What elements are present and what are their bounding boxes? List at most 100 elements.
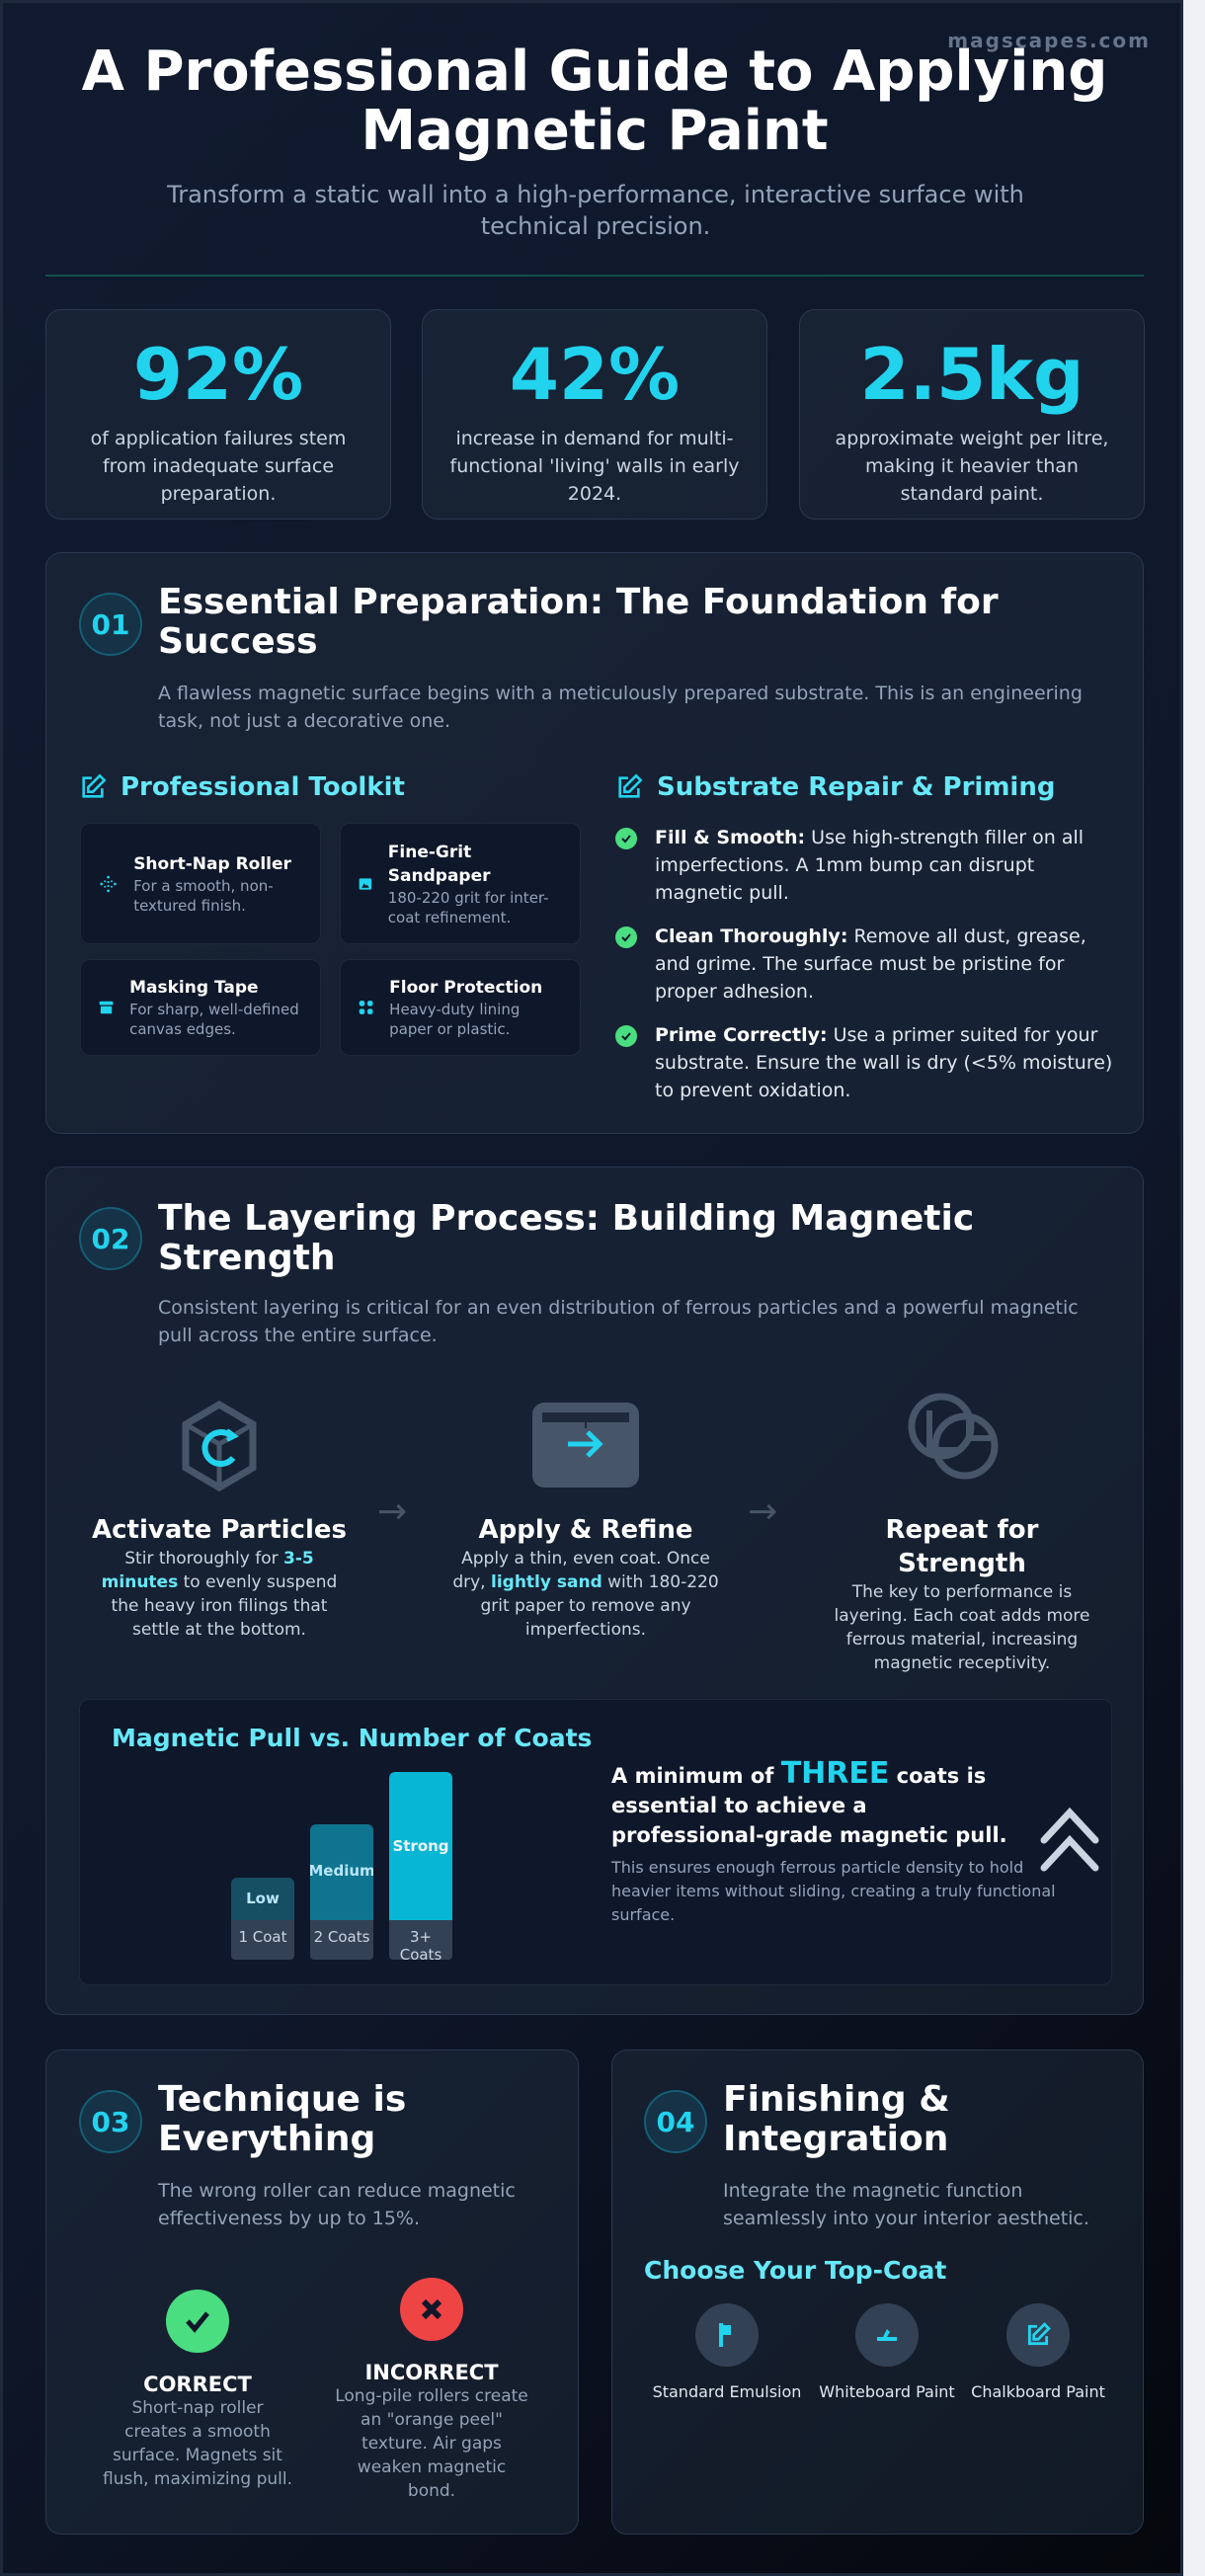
topcoat-heading: Choose Your Top-Coat bbox=[644, 2256, 947, 2285]
section-preparation: 01 Essential Preparation: The Foundation… bbox=[45, 552, 1144, 1134]
step-title: Activate Particles bbox=[92, 1515, 347, 1545]
stat-value: 92% bbox=[132, 333, 304, 416]
stat-desc: approximate weight per litre, making it … bbox=[835, 428, 1109, 505]
section-lead: A flawless magnetic surface begins with … bbox=[158, 683, 1083, 732]
chalk-edit-icon bbox=[1006, 2303, 1070, 2367]
step-title: Repeat for Strength bbox=[885, 1515, 1039, 1578]
stat-desc: increase in demand for multi-functional … bbox=[449, 428, 740, 505]
repair-text: Remove all dust, grease, and grime. The … bbox=[655, 926, 1086, 1003]
section-title: The Layering Process: Building Magnetic … bbox=[158, 1198, 975, 1278]
callout-text: A minimum of THREE coats is essential to… bbox=[611, 1759, 1026, 1850]
cube-stir-icon bbox=[182, 1401, 257, 1491]
section-number: 02 bbox=[79, 1207, 142, 1270]
repair-item: Clean Thoroughly: Remove all dust, greas… bbox=[615, 923, 1119, 1006]
section-title: Technique is Everything bbox=[158, 2079, 407, 2159]
bar-value-label: Strong bbox=[389, 1772, 452, 1920]
section-lead: Integrate the magnetic function seamless… bbox=[723, 2180, 1089, 2229]
check-icon bbox=[166, 2290, 229, 2353]
stat-value: 2.5kg bbox=[859, 333, 1084, 416]
double-chevron-up-icon bbox=[1040, 1807, 1099, 1872]
repeat-layers-icon bbox=[908, 1393, 999, 1480]
stat-value: 42% bbox=[509, 333, 681, 416]
arrow-right-icon: → bbox=[748, 1491, 778, 1532]
step-desc: Apply a thin, even coat. Once dry, light… bbox=[452, 1547, 719, 1642]
apply-icon bbox=[532, 1403, 639, 1488]
section-number: 03 bbox=[79, 2090, 142, 2153]
stat-card: 42% increase in demand for multi-function… bbox=[422, 309, 767, 520]
callout-post: coats is essential to achieve a professi… bbox=[611, 1764, 1007, 1847]
check-icon bbox=[615, 1025, 637, 1047]
stat-card: 2.5kg approximate weight per litre, makin… bbox=[799, 309, 1145, 520]
callout-note: This ensures enough ferrous particle den… bbox=[611, 1858, 1056, 1924]
tool-name: Floor Protection bbox=[389, 978, 543, 998]
bar-category-label: 3+ Coats bbox=[389, 1920, 452, 1960]
topcoat-option[interactable]: Chalkboard Paint bbox=[959, 2303, 1117, 2401]
step-text: with 180-220 grit paper to remove any im… bbox=[480, 1572, 719, 1640]
bar-category-label: 1 Coat bbox=[231, 1919, 294, 1960]
section-title: Essential Preparation: The Foundation fo… bbox=[158, 582, 999, 662]
step-text: Apply a thin, even coat. Once dry, bbox=[452, 1549, 710, 1592]
step-desc: Stir thoroughly for 3-5 minutes to evenl… bbox=[86, 1547, 353, 1642]
bar-value-label: Low bbox=[231, 1877, 294, 1920]
topcoat-label: Standard Emulsion bbox=[652, 2382, 802, 2401]
callout-pre: A minimum of bbox=[611, 1764, 781, 1788]
correct-title: CORRECT bbox=[143, 2373, 252, 2396]
incorrect-title: INCORRECT bbox=[364, 2361, 499, 2384]
tool-desc: For a smooth, non-textured finish. bbox=[133, 876, 274, 915]
repair-item: Prime Correctly: Use a primer suited for… bbox=[615, 1021, 1119, 1104]
repair-title: Substrate Repair & Priming bbox=[657, 772, 1056, 802]
page-subtitle: Transform a static wall into a high-perf… bbox=[167, 181, 1024, 240]
repair-label: Fill & Smooth: bbox=[655, 827, 806, 848]
topcoat-option[interactable]: Standard Emulsion bbox=[648, 2303, 806, 2401]
section-finishing: 04 Finishing & Integration Integrate the… bbox=[611, 2050, 1144, 2535]
callout-highlight: THREE bbox=[780, 1756, 890, 1791]
chart-title: Magnetic Pull vs. Number of Coats bbox=[112, 1724, 593, 1752]
section-number: 01 bbox=[79, 593, 142, 656]
step-highlight: lightly sand bbox=[491, 1572, 602, 1592]
topcoat-option[interactable]: Whiteboard Paint bbox=[808, 2303, 966, 2401]
tape-icon bbox=[99, 1001, 114, 1014]
section-lead: The wrong roller can reduce magnetic eff… bbox=[158, 2180, 516, 2229]
repair-text: Use high-strength filler on all imperfec… bbox=[655, 827, 1084, 904]
incorrect-desc: Long-pile rollers create an "orange peel… bbox=[335, 2386, 528, 2501]
repair-item: Fill & Smooth: Use high-strength filler … bbox=[615, 824, 1119, 907]
sandpaper-icon bbox=[359, 877, 372, 890]
repair-label: Prime Correctly: bbox=[655, 1024, 828, 1046]
brand-watermark: magscapes.com bbox=[947, 29, 1151, 52]
step-title: Apply & Refine bbox=[478, 1515, 693, 1545]
bar-category-label: 2 Coats bbox=[310, 1919, 373, 1960]
x-icon bbox=[400, 2278, 463, 2341]
section-layering: 02 The Layering Process: Building Magnet… bbox=[45, 1167, 1144, 2015]
tool-name: Masking Tape bbox=[129, 978, 259, 998]
correct-example: CORRECT Short-nap roller creates a smoot… bbox=[99, 2290, 296, 2491]
repair-text: Use a primer suited for your substrate. … bbox=[655, 1024, 1113, 1101]
divider bbox=[45, 275, 1144, 277]
stat-card: 92%of application failures stem from ina… bbox=[45, 309, 391, 520]
bar-value-label: Medium bbox=[310, 1824, 373, 1920]
step-text: Stir thoroughly for bbox=[124, 1549, 284, 1569]
repair-list: Fill & Smooth: Use high-strength filler … bbox=[615, 824, 1119, 1120]
arrow-right-icon: → bbox=[377, 1491, 408, 1532]
topcoat-label: Chalkboard Paint bbox=[971, 2382, 1105, 2401]
incorrect-example: INCORRECT Long-pile rollers create an "o… bbox=[333, 2278, 530, 2503]
section-technique: 03 Technique is Everything The wrong rol… bbox=[45, 2050, 579, 2535]
check-icon bbox=[615, 828, 637, 849]
title-line-1: A Professional Guide to Applying bbox=[81, 40, 1108, 104]
marker-icon bbox=[855, 2303, 919, 2367]
tool-desc: Heavy-duty lining paper or plastic. bbox=[389, 1001, 521, 1038]
edit-icon bbox=[618, 773, 643, 798]
tool-name: Fine-Grit Sandpaper bbox=[387, 842, 491, 886]
tool-desc: 180-220 grit for inter-coat refinement. bbox=[387, 888, 549, 926]
step-desc: The key to performance is layering. Each… bbox=[829, 1580, 1095, 1675]
step-text: to evenly suspend the heavy iron filings… bbox=[111, 1572, 338, 1640]
edit-icon bbox=[82, 773, 107, 798]
